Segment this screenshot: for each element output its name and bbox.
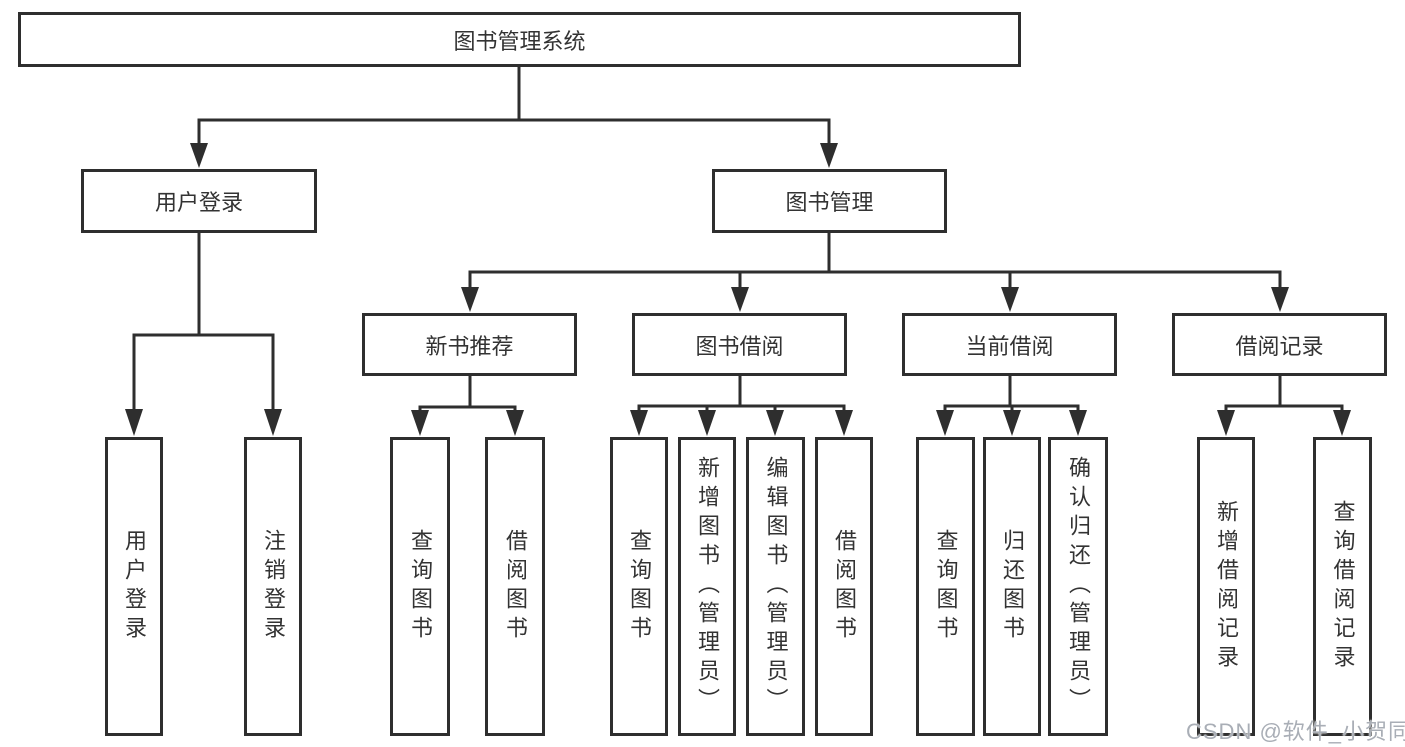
node-label: 当前借阅 (965, 333, 1054, 359)
node-user-login-action: 用户登录 (105, 437, 163, 736)
node-query-borrow-record: 查询借阅记录 (1313, 437, 1372, 736)
node-edit-books-admin: 编辑图书（管理员） (746, 437, 805, 736)
node-borrow-books-borrowing: 借阅图书 (815, 437, 873, 736)
node-label: 查询图书 (933, 528, 959, 645)
node-label: 图书借阅 (695, 333, 784, 359)
node-label: 新增图书（管理员） (695, 456, 720, 717)
node-label: 用户登录 (122, 528, 147, 645)
node-book-management: 图书管理 (712, 169, 947, 233)
node-label: 查询图书 (408, 528, 433, 645)
node-label: 借阅图书 (503, 528, 528, 645)
node-new-book-recommend: 新书推荐 (362, 313, 577, 376)
node-borrow-books-recommend: 借阅图书 (485, 437, 545, 736)
node-label: 编辑图书（管理员） (763, 456, 789, 717)
node-book-borrowing: 图书借阅 (632, 313, 847, 376)
node-label: 归还图书 (1000, 528, 1025, 645)
node-label: 图书管理 (785, 190, 874, 215)
node-confirm-return-admin: 确认归还（管理员） (1048, 437, 1108, 736)
node-label: 查询图书 (627, 528, 652, 645)
node-user-login: 用户登录 (81, 169, 317, 233)
node-label: 查询借阅记录 (1330, 499, 1356, 674)
node-label: 用户登录 (154, 190, 243, 215)
node-label: 图书管理系统 (453, 28, 586, 54)
node-label: 确认归还（管理员） (1066, 456, 1091, 717)
node-borrowing-records: 借阅记录 (1172, 313, 1387, 376)
node-label: 新增借阅记录 (1214, 499, 1239, 674)
node-query-books-recommend: 查询图书 (390, 437, 450, 736)
node-label: 新书推荐 (425, 333, 514, 359)
node-add-borrow-record: 新增借阅记录 (1197, 437, 1255, 736)
node-query-books-borrowing: 查询图书 (610, 437, 668, 736)
node-label: 借阅记录 (1235, 333, 1324, 359)
watermark-csdn: CSDN @软件_小贺同学 (1186, 719, 1405, 744)
node-label: 注销登录 (261, 528, 286, 645)
node-logout-action: 注销登录 (244, 437, 302, 736)
node-label: 借阅图书 (832, 528, 857, 645)
node-library-system: 图书管理系统 (18, 12, 1021, 67)
node-return-books: 归还图书 (983, 437, 1041, 736)
node-query-books-current: 查询图书 (916, 437, 975, 736)
node-current-borrowing: 当前借阅 (902, 313, 1117, 376)
node-add-books-admin: 新增图书（管理员） (678, 437, 736, 736)
